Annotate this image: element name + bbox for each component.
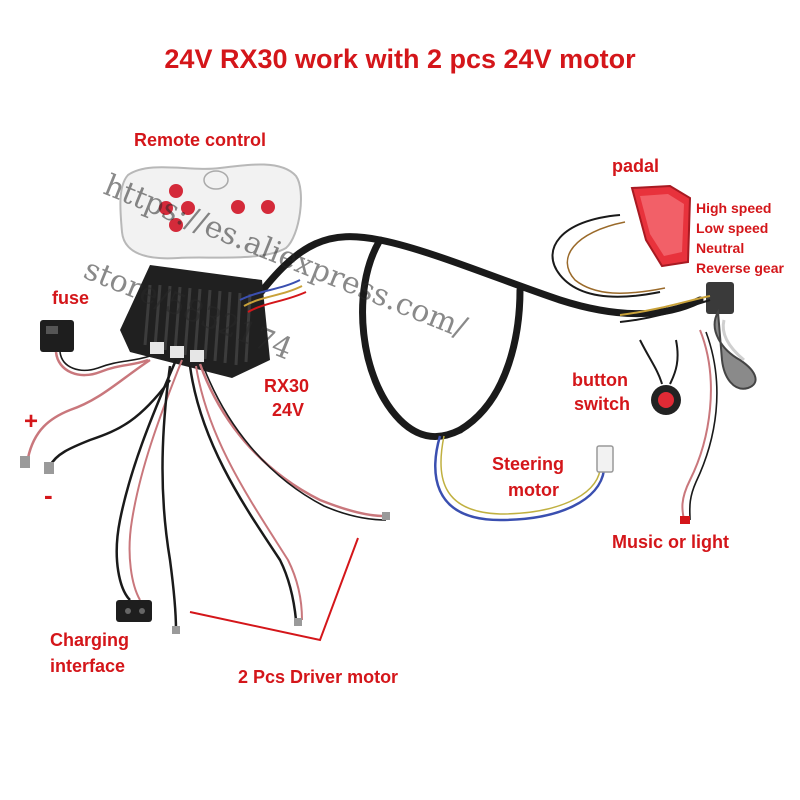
label-charging-interface: interface [50, 656, 126, 676]
label-steering-motor: motor [508, 480, 559, 500]
remote-control-illustration [119, 163, 302, 260]
label-remote-control: Remote control [134, 130, 267, 150]
button-switch-illustration [651, 385, 681, 415]
charging-wire [115, 359, 178, 601]
label-low-speed: Low speed [696, 220, 769, 236]
label-driver-motor: 2 Pcs Driver motor [238, 667, 399, 687]
driver-motor-bracket [189, 537, 359, 642]
label-high-speed: High speed [696, 200, 772, 216]
rx30-controller-illustration [120, 265, 270, 378]
label-fuse: fuse [52, 288, 90, 308]
label-reverse-gear: Reverse gear [696, 260, 784, 276]
label-padal: padal [612, 156, 660, 176]
charging-interface-illustration [116, 600, 152, 622]
pedal-illustration [630, 184, 692, 268]
label-music-or-light: Music or light [612, 532, 729, 552]
driver-motor-wire-1 [198, 363, 385, 518]
driver-motor-wire-3 [161, 365, 178, 631]
label-steering: Steering [492, 454, 565, 474]
steering-connector [596, 445, 614, 473]
label-switch: switch [574, 394, 631, 414]
harness-loop-left [359, 236, 464, 441]
label-charging: Charging [50, 630, 129, 650]
gear-shifter-illustration [706, 282, 757, 390]
label-rx30-voltage: 24V [272, 400, 305, 420]
driver-motor-wire-2 [188, 365, 298, 621]
fuse-illustration [40, 320, 151, 377]
label-neutral: Neutral [696, 240, 745, 256]
label-minus: - [44, 480, 53, 510]
label-plus: + [24, 408, 39, 435]
label-button: button [572, 370, 628, 390]
music-light-wire [681, 329, 712, 521]
page-title: 24V RX30 work with 2 pcs 24V motor [164, 44, 636, 74]
harness-loop-right [456, 286, 524, 434]
label-rx30: RX30 [264, 376, 310, 396]
steering-wire [434, 435, 606, 522]
battery-negative-wire [48, 379, 171, 467]
battery-positive-wire [26, 358, 151, 459]
